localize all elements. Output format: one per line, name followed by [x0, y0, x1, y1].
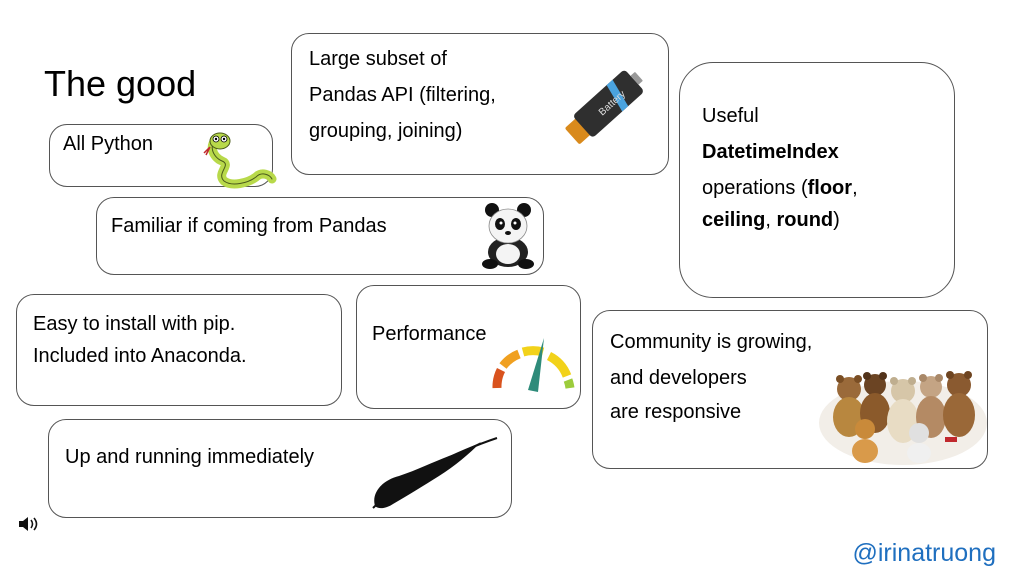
card-large-subset-line1: Large subset of: [309, 48, 447, 70]
card-running: Up and running immediately: [48, 419, 512, 518]
card-datetime-line3: operations (floor,: [702, 172, 858, 204]
card-datetime: Useful DatetimeIndex operations (floor, …: [679, 62, 955, 298]
card-performance-text: Performance: [372, 323, 487, 345]
ops-prefix: operations (: [702, 177, 808, 199]
card-install-line1: Easy to install with pip.: [33, 313, 236, 335]
comma-1: ,: [852, 177, 858, 199]
card-large-subset-line3: grouping, joining): [309, 120, 463, 142]
card-community-line2: and developers: [610, 367, 747, 389]
card-all-python: All Python: [49, 124, 277, 189]
card-community-line1: Community is growing,: [610, 331, 813, 353]
card-install-line2: Included into Anaconda.: [33, 345, 247, 367]
snake-icon: [203, 132, 277, 189]
floor-term: floor: [807, 177, 853, 199]
card-familiar: Familiar if coming from Pandas: [96, 197, 544, 275]
card-performance: Performance: [356, 285, 581, 409]
speedometer-icon: [492, 338, 575, 392]
twitter-handle: @irinatruong: [852, 539, 996, 567]
card-install: Easy to install with pip. Included into …: [16, 294, 342, 406]
round-term: round: [776, 209, 834, 231]
card-all-python-text: All Python: [63, 133, 154, 155]
card-large-subset-line2: Pandas API (filtering,: [309, 84, 496, 106]
feather-icon: [372, 437, 498, 509]
battery-icon: Battery: [565, 70, 643, 144]
comma-2: ,: [765, 209, 777, 231]
ceiling-term: ceiling: [702, 209, 766, 231]
card-community-line3: are responsive: [610, 401, 742, 423]
card-datetime-line1: Useful: [702, 105, 759, 127]
card-running-text: Up and running immediately: [65, 446, 315, 468]
panda-icon: [482, 203, 534, 269]
teddy-bears-icon: [819, 371, 987, 465]
close-paren: ): [833, 209, 840, 231]
card-community: Community is growing, and developers are…: [592, 310, 988, 469]
card-datetime-line4: ceiling, round): [702, 204, 840, 236]
card-familiar-text: Familiar if coming from Pandas: [111, 215, 387, 237]
card-large-subset: Large subset of Pandas API (filtering, g…: [291, 33, 669, 175]
slide-title: The good: [44, 63, 197, 104]
card-datetime-line2: DatetimeIndex: [702, 141, 839, 163]
speaker-icon[interactable]: [18, 516, 42, 532]
